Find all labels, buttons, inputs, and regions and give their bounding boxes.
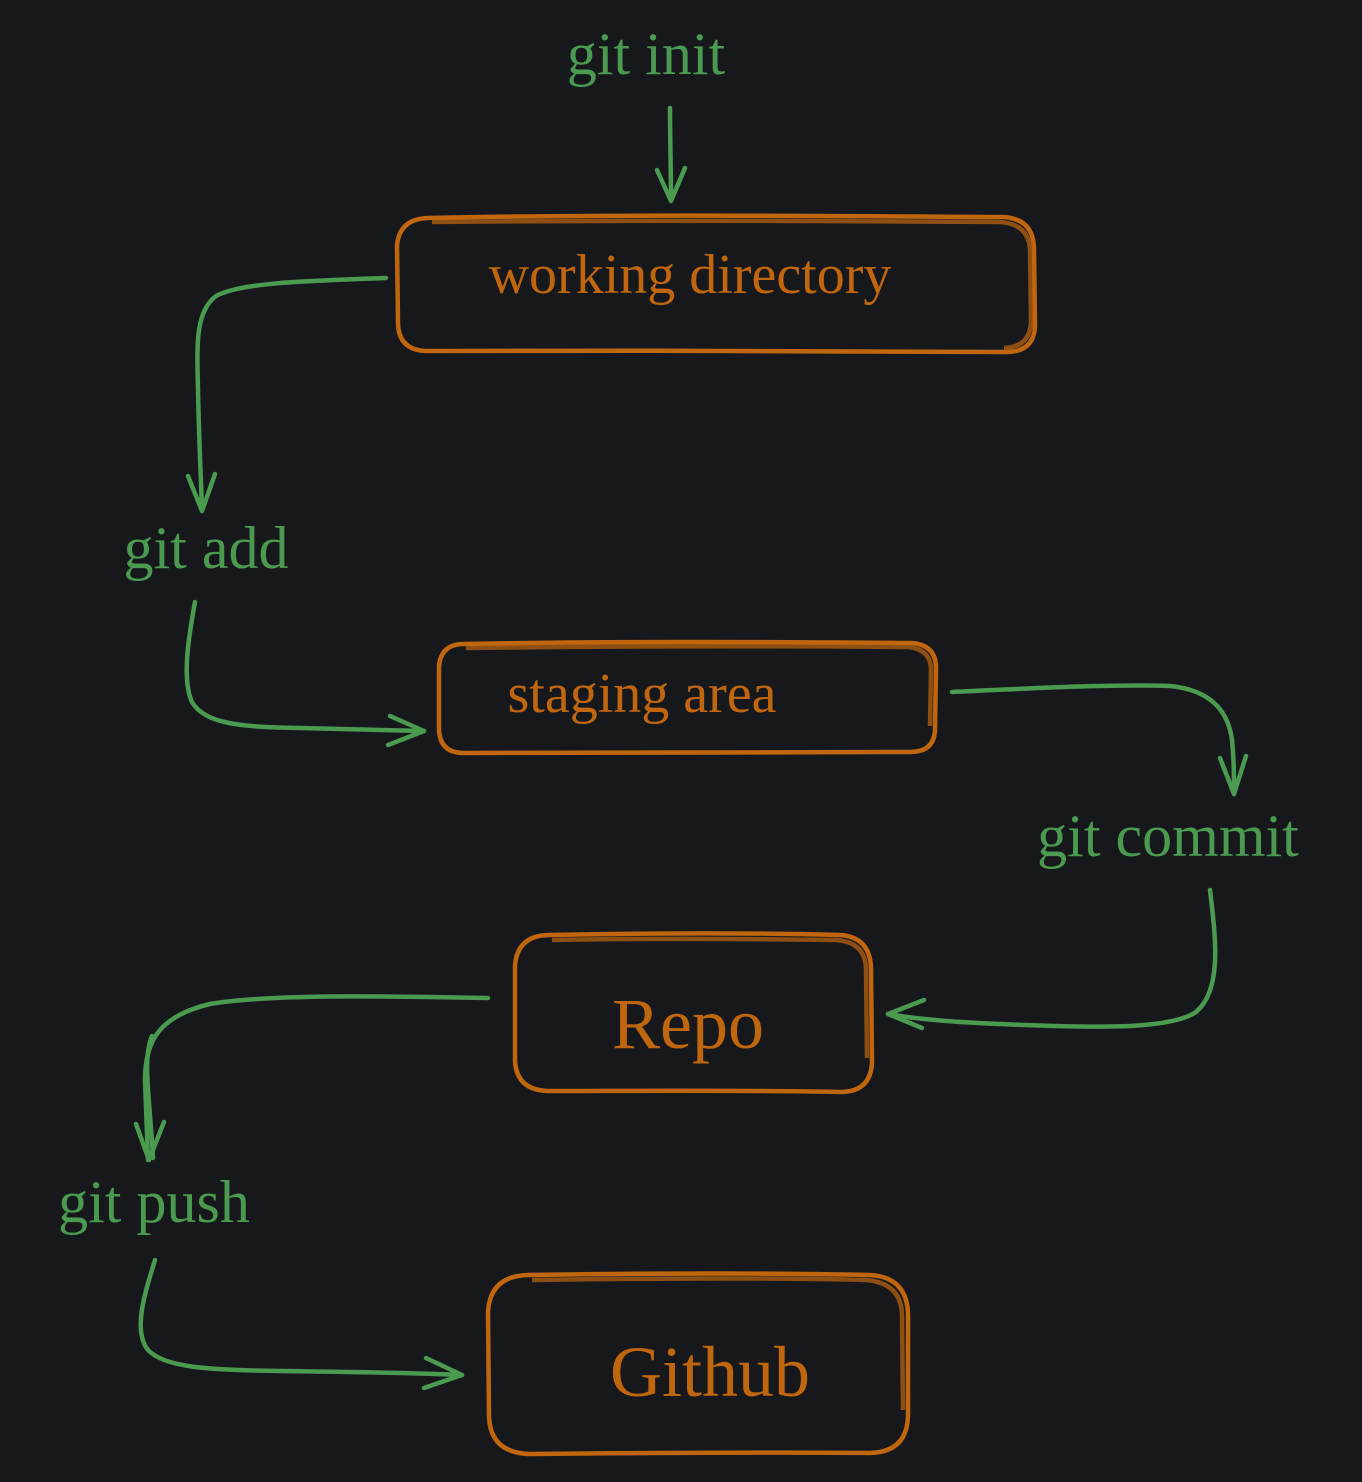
node-github: Github xyxy=(485,1271,911,1457)
git-commit-label: git commit xyxy=(1037,803,1299,869)
git-push-label: git push xyxy=(58,1169,250,1235)
arrow-commit-to-repo xyxy=(885,887,1218,1031)
github-box xyxy=(485,1271,911,1457)
working-directory-box-sketch xyxy=(431,218,1034,351)
node-staging-area: staging area xyxy=(436,639,939,756)
repo-box-sketch xyxy=(551,936,870,1059)
arrow-add-to-staging-area xyxy=(184,599,427,748)
github-box-sketch xyxy=(531,1276,906,1411)
git-init-label: git init xyxy=(567,21,726,87)
github-label: Github xyxy=(610,1332,810,1412)
repo-label: Repo xyxy=(612,984,764,1064)
arrow-init-to-working-directory xyxy=(654,105,688,204)
staging-area-label: staging area xyxy=(508,663,777,725)
arrow-staging-area-to-commit xyxy=(949,683,1249,797)
node-repo: Repo xyxy=(512,931,875,1095)
staging-area-box xyxy=(436,639,939,756)
git-add-label: git add xyxy=(124,515,289,581)
node-working-directory: working directory xyxy=(394,213,1038,355)
working-directory-label: working directory xyxy=(489,244,892,306)
arrow-repo-to-push xyxy=(133,994,491,1163)
repo-box xyxy=(512,931,875,1095)
arrow-push-to-github xyxy=(138,1257,465,1391)
working-directory-box xyxy=(394,213,1038,355)
arrow-working-directory-to-add xyxy=(185,275,389,514)
staging-area-box-sketch xyxy=(465,644,934,727)
